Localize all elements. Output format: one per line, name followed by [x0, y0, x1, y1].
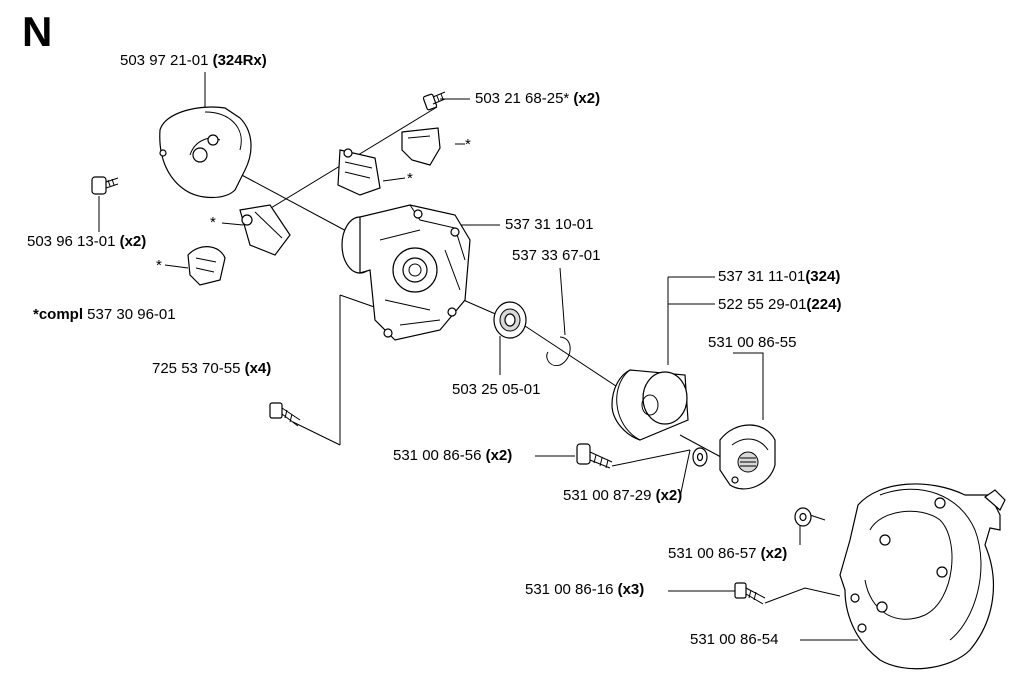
label-531-00-86-57: 531 00 86-57 (x2): [668, 545, 787, 563]
asterisk: *: [156, 257, 162, 274]
label-star-middle: *: [407, 170, 413, 188]
label-531-00-86-55: 531 00 86-55: [708, 334, 796, 352]
quantity: (x2): [655, 487, 683, 504]
part-number: 537 31 10-01: [505, 216, 594, 233]
model-note: (224): [806, 296, 842, 313]
part-number: 531 00 87-29: [563, 487, 656, 504]
clutch-shoe-part: [719, 424, 776, 490]
part-number: 531 00 86-54: [690, 631, 779, 648]
label-503-21-68-25: 503 21 68-25* (x2): [475, 90, 600, 108]
label-537-31-10-01: 537 31 10-01: [505, 216, 593, 234]
clamp-lower-part: [187, 246, 226, 286]
compl-marker: *compl: [33, 306, 84, 323]
screw-531008616: [734, 582, 766, 605]
quantity: (x2): [485, 447, 513, 464]
label-star-lower: *: [156, 257, 162, 275]
clutch-cover-part: [839, 483, 1006, 670]
part-number: 531 00 86-16: [525, 581, 618, 598]
quantity: (x3): [617, 581, 645, 598]
part-number: 503 96 13-01: [27, 233, 120, 250]
asterisk: *: [407, 170, 413, 187]
gear-housing-part: [341, 204, 471, 341]
label-531-00-87-29: 531 00 87-29 (x2): [563, 487, 682, 505]
quantity: (324Rx): [212, 52, 267, 69]
part-number: 531 00 86-56: [393, 447, 486, 464]
label-503-97-21-01: 503 97 21-01 (324Rx): [120, 52, 267, 70]
washer-531008729: [692, 447, 708, 467]
screw-503961301: [91, 176, 119, 195]
label-537-33-67-01: 537 33 67-01: [512, 247, 600, 265]
quantity: (x4): [244, 360, 272, 377]
part-number: 537 30 96-01: [83, 306, 176, 323]
label-star-upper: *: [465, 136, 471, 154]
model-note: (324): [805, 268, 841, 285]
label-537-31-11-01: 537 31 11-01(324): [718, 268, 840, 286]
asterisk: *: [465, 136, 471, 153]
part-number: 537 31 11-01: [718, 268, 806, 285]
screw-503216825: [422, 91, 446, 111]
part-number: 522 55 29-01: [718, 296, 807, 313]
washer-531008657: [794, 507, 812, 527]
part-number: 725 53 70-55: [152, 360, 245, 377]
quantity: (x2): [573, 90, 601, 107]
label-531-00-86-54: 531 00 86-54: [690, 631, 778, 649]
clamp-upper-part: [401, 127, 441, 166]
quantity: (x2): [119, 233, 147, 250]
label-star-left: *: [210, 214, 216, 232]
shoulder-screw-part: [576, 443, 613, 469]
part-number: 503 97 21-01: [120, 52, 213, 69]
label-503-25-05-01: 503 25 05-01: [452, 381, 540, 399]
part-number: 503 21 68-25*: [475, 90, 574, 107]
label-503-96-13-01: 503 96 13-01 (x2): [27, 233, 146, 251]
part-number: 537 33 67-01: [512, 247, 601, 264]
clamp-middle-part: [337, 148, 381, 196]
screw-725537055: [269, 402, 301, 427]
part-number: 531 00 86-57: [668, 545, 761, 562]
clutch-drum-part: [611, 369, 689, 441]
asterisk: *: [210, 214, 216, 231]
label-compl-537-30-96-01: *compl 537 30 96-01: [33, 306, 176, 324]
part-number: 531 00 86-55: [708, 334, 797, 351]
section-letter: N: [22, 8, 53, 55]
label-531-00-86-16: 531 00 86-16 (x3): [525, 581, 644, 599]
bearing-part: [493, 301, 527, 339]
label-725-53-70-55: 725 53 70-55 (x4): [152, 360, 271, 378]
clamp-left-part: [239, 204, 291, 256]
circlip-part: [546, 336, 571, 367]
part-number: 503 25 05-01: [452, 381, 541, 398]
handle-bracket-part: [159, 106, 252, 199]
quantity: (x2): [760, 545, 788, 562]
label-531-00-86-56: 531 00 86-56 (x2): [393, 447, 512, 465]
label-522-55-29-01: 522 55 29-01(224): [718, 296, 841, 314]
